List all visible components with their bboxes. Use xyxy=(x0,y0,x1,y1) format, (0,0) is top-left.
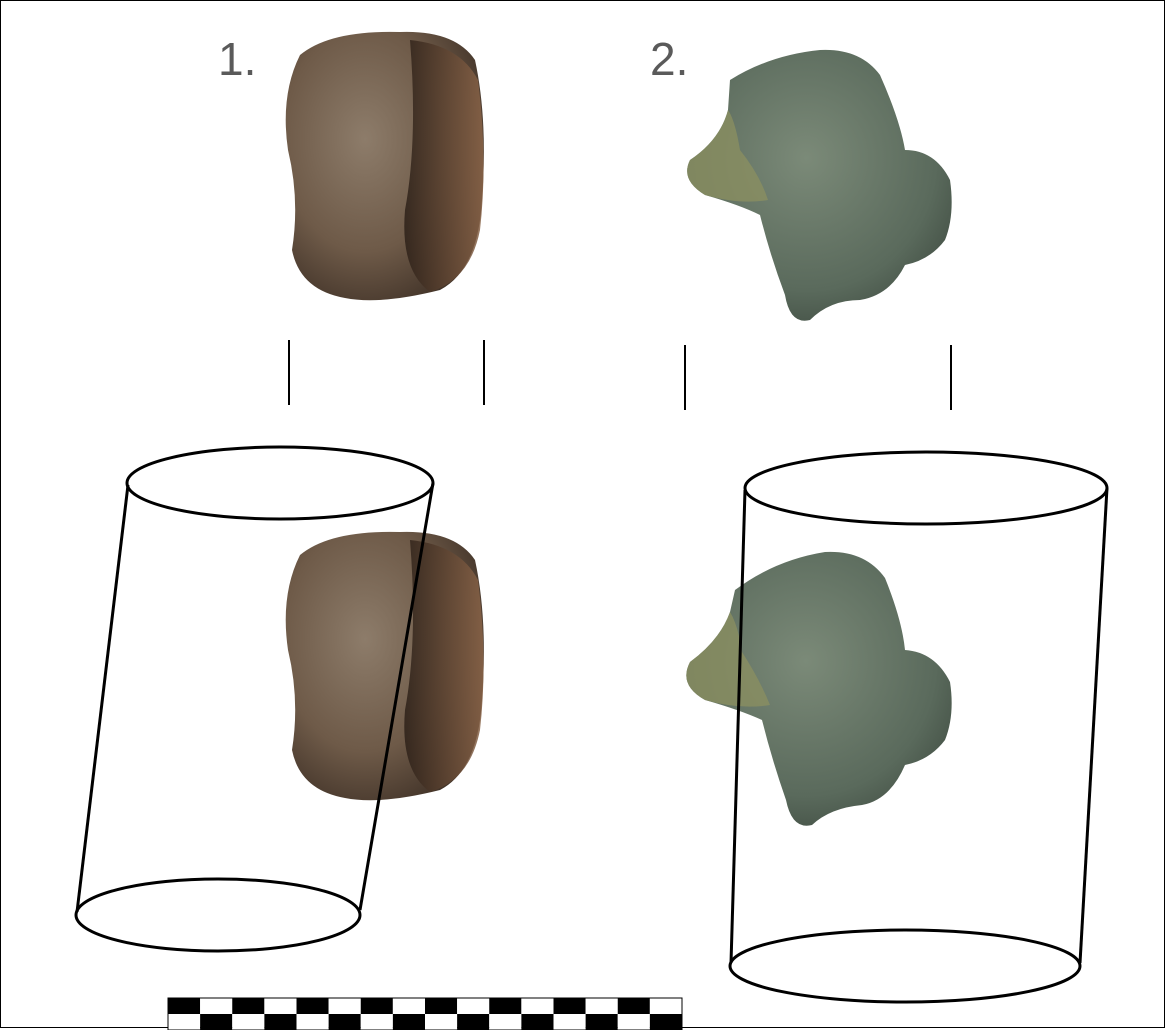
scale-bar-segment xyxy=(232,1014,264,1030)
scale-bar-segment xyxy=(200,998,232,1014)
scale-bar-segment xyxy=(554,998,586,1014)
reference-ticks xyxy=(289,340,951,410)
specimen-2-top-photo xyxy=(687,50,952,321)
scale-bar-segment xyxy=(489,1014,521,1030)
scale-bar-segment xyxy=(168,1014,200,1030)
scale-bar-segment xyxy=(457,1014,489,1030)
scale-bar-segment xyxy=(489,998,521,1014)
scale-bar-segment xyxy=(457,998,489,1014)
scale-bar-segment xyxy=(650,998,682,1014)
scale-bar-segment xyxy=(297,998,329,1014)
scale-bar-segment xyxy=(650,1014,682,1030)
scale-bar-segment xyxy=(361,1014,393,1030)
scale-bar-segment xyxy=(329,1014,361,1030)
scale-bar-segment xyxy=(393,1014,425,1030)
specimen-2-bottom-photo xyxy=(686,552,951,826)
scale-bar-segment xyxy=(393,998,425,1014)
specimen-1-top-photo xyxy=(286,32,484,300)
scale-bar-segment xyxy=(297,1014,329,1030)
scale-bar-segment xyxy=(329,998,361,1014)
scale-bar-segment xyxy=(361,998,393,1014)
scale-bar-segment xyxy=(264,1014,296,1030)
scale-bar-segment xyxy=(554,1014,586,1030)
scale-bar-segment xyxy=(586,998,618,1014)
scale-bar-segment xyxy=(425,1014,457,1030)
scale-bar-segment xyxy=(521,1014,553,1030)
scale-bar-segment xyxy=(425,998,457,1014)
scale-bar-segment xyxy=(586,1014,618,1030)
scale-bar-segment xyxy=(168,998,200,1014)
scale-bar-segment xyxy=(618,998,650,1014)
scale-bar-segment xyxy=(264,998,296,1014)
scale-bar-segment xyxy=(200,1014,232,1030)
scale-bar-segment xyxy=(521,998,553,1014)
scale-bar-segment xyxy=(232,998,264,1014)
scale-bar-segment xyxy=(618,1014,650,1030)
scale-bar xyxy=(168,998,682,1030)
